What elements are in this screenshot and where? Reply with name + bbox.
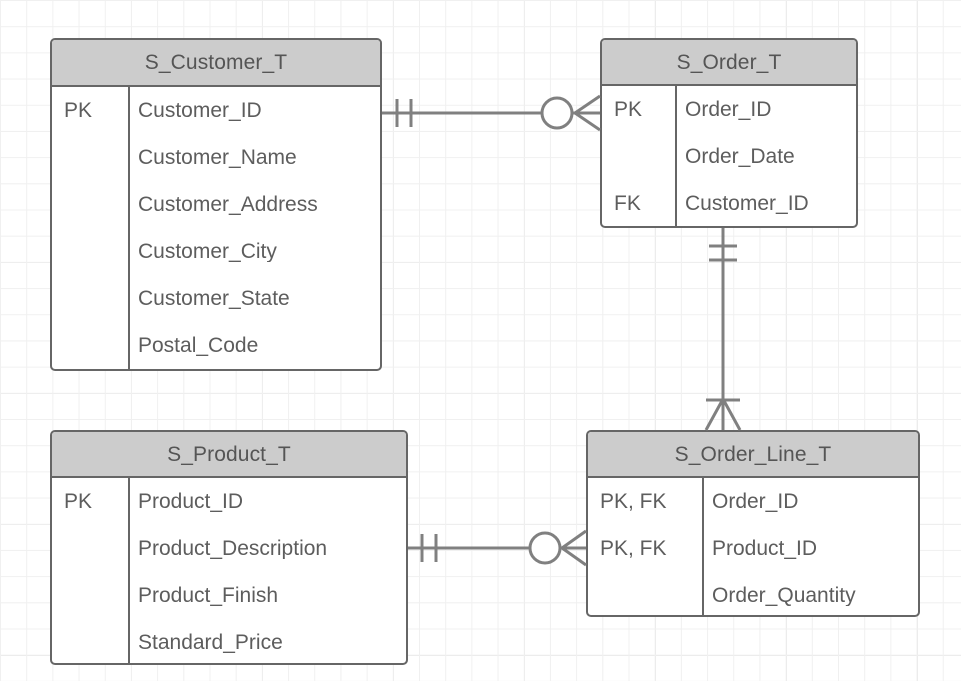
attribute-name-label: Order_ID <box>712 491 799 512</box>
attribute-row[interactable]: Standard_Price <box>52 619 406 663</box>
attribute-key-label: PK <box>614 99 643 120</box>
entity-title: S_Order_Line_T <box>588 432 918 478</box>
key-column-divider <box>128 87 130 369</box>
attribute-key-label: PK <box>64 491 93 512</box>
attribute-row[interactable]: Customer_Name <box>52 134 380 181</box>
attribute-row[interactable]: PK Order_ID <box>602 86 856 133</box>
attribute-name-label: Product_Finish <box>138 585 279 606</box>
attribute-key-label: FK <box>614 193 641 214</box>
attribute-name-label: Standard_Price <box>138 632 283 653</box>
attribute-list: PK, FK Order_ID PK, FK Product_ID Order_Quan… <box>588 478 918 615</box>
attribute-name-label: Order_Date <box>685 146 795 167</box>
entity-title: S_Product_T <box>52 432 406 478</box>
attribute-row[interactable]: Customer_Address <box>52 181 380 228</box>
attribute-row[interactable]: PK Customer_ID <box>52 87 380 134</box>
attribute-row[interactable]: Product_Finish <box>52 572 406 619</box>
attribute-name-label: Product_Description <box>138 538 328 559</box>
attribute-name-label: Postal_Code <box>138 335 259 356</box>
entity-s-product-t[interactable]: S_Product_T PK Product_ID Product_Descripti… <box>50 430 408 665</box>
attribute-name-label: Order_ID <box>685 99 772 120</box>
key-column-divider <box>128 478 130 663</box>
attribute-name-label: Customer_ID <box>685 193 809 214</box>
attribute-key-label: PK, FK <box>600 491 667 512</box>
entity-s-order-line-t[interactable]: S_Order_Line_T PK, FK Order_ID PK, FK Produc… <box>586 430 920 617</box>
attribute-row[interactable]: PK, FK Order_ID <box>588 478 918 525</box>
attribute-name-label: Customer_City <box>138 241 277 262</box>
attribute-key-label: PK, FK <box>600 538 667 559</box>
attribute-name-label: Customer_Address <box>138 194 318 215</box>
entity-title: S_Customer_T <box>52 40 380 87</box>
attribute-row[interactable]: Customer_City <box>52 228 380 275</box>
attribute-row[interactable]: Order_Date <box>602 133 856 180</box>
attribute-row[interactable]: Order_Quantity <box>588 572 918 615</box>
attribute-row[interactable]: PK Product_ID <box>52 478 406 525</box>
attribute-row[interactable]: Product_Description <box>52 525 406 572</box>
attribute-name-label: Order_Quantity <box>712 585 856 606</box>
attribute-name-label: Product_ID <box>138 491 244 512</box>
entity-title: S_Order_T <box>602 40 856 86</box>
key-column-divider <box>675 86 677 226</box>
key-column-divider <box>702 478 704 615</box>
attribute-name-label: Customer_Name <box>138 147 297 168</box>
attribute-name-label: Customer_State <box>138 288 290 309</box>
attribute-key-label: PK <box>64 100 93 121</box>
attribute-row[interactable]: Postal_Code <box>52 322 380 369</box>
attribute-name-label: Product_ID <box>712 538 818 559</box>
attribute-name-label: Customer_ID <box>138 100 262 121</box>
attribute-row[interactable]: FK Customer_ID <box>602 180 856 226</box>
attribute-row[interactable]: PK, FK Product_ID <box>588 525 918 572</box>
attribute-row[interactable]: Customer_State <box>52 275 380 322</box>
